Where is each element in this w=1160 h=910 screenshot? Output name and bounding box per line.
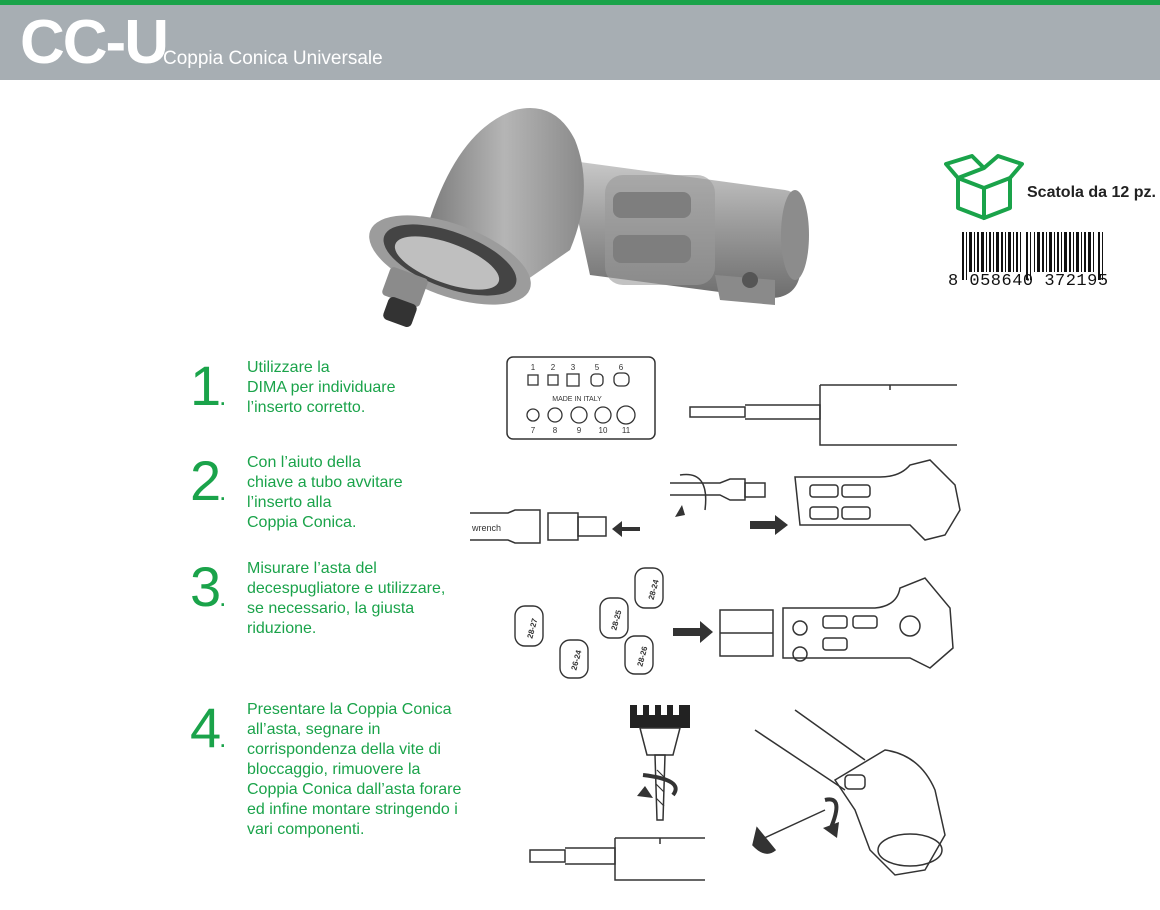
step-line: Utilizzare la (247, 359, 330, 376)
rotate-arrow-icon (823, 822, 839, 838)
rotate-arrow-icon (675, 505, 685, 517)
step-line: vari componenti. (247, 821, 365, 838)
shaft-drawing (529, 837, 705, 881)
step-line: Coppia Conica dall’asta forare (247, 781, 462, 798)
step-line: l’inserto alla (247, 494, 332, 511)
step-line: decespugliatore e utilizzare, (247, 580, 446, 597)
head-screwdriver-drawing (752, 709, 946, 876)
step-line: l’inserto corretto. (247, 399, 366, 416)
product-subtitle: Coppia Conica Universale (163, 48, 383, 69)
rotate-arrow-icon (637, 786, 653, 798)
gauge-number: 1 (531, 363, 536, 372)
arrow-right-icon (673, 621, 713, 643)
reducer-label: 28-26 (635, 645, 649, 668)
step-line: Con l’aiuto della (247, 454, 361, 471)
step4-illustration (529, 705, 946, 881)
step-line: DIMA per individuare (247, 379, 396, 396)
package-label: Scatola da 12 pz. (1027, 184, 1156, 201)
gauge-number: 3 (571, 363, 576, 372)
step-line: Presentare la Coppia Conica (247, 701, 452, 718)
reducer-label: 28-27 (525, 617, 539, 640)
gauge-number: 5 (595, 363, 600, 372)
step-text: Misurare l’asta del decespugliatore e ut… (247, 559, 487, 639)
gauge-label: MADE IN ITALY (552, 396, 602, 403)
step-number: 3 (190, 559, 228, 625)
step-text: Utilizzare la DIMA per individuare l’ins… (247, 358, 487, 418)
gauge-number: 2 (551, 363, 556, 372)
reducer-label: 26-24 (570, 649, 584, 672)
step1-illustration: 1 2 3 5 6 MADE IN ITALY 7 8 9 10 11 (506, 356, 957, 446)
step2-illustration: wrench (470, 459, 961, 544)
step-number: 4 (190, 700, 228, 766)
step3-illustration: 28-27 28-25 26-24 28-26 28-24 (514, 567, 954, 679)
product-code: CC-U (20, 8, 169, 77)
gauge-number: 9 (577, 426, 582, 435)
step-line: ed infine montare stringendo i (247, 801, 458, 818)
step-text: Con l’aiuto della chiave a tubo avvitare… (247, 453, 487, 533)
top-accent-line (0, 0, 1160, 5)
barcode (962, 232, 1103, 280)
gauge-number: 7 (531, 426, 536, 435)
gauge-number: 8 (553, 426, 558, 435)
gauge-number: 10 (599, 426, 608, 435)
step-line: corrispondenza della vite di (247, 741, 441, 758)
drill-drawing (630, 705, 690, 821)
gauge-number: 11 (622, 426, 631, 435)
step-text: Presentare la Coppia Conica all’asta, se… (247, 700, 487, 840)
page-header: CC-U Coppia Conica Universale (0, 5, 1160, 80)
step-line: Misurare l’asta del (247, 560, 377, 577)
barcode-digits: 8 058640 372195 (948, 272, 1109, 291)
arrow-left-icon (612, 521, 640, 537)
product-photo (369, 108, 809, 327)
step-line: bloccaggio, rimuovere la (247, 761, 421, 778)
step-number: 1 (190, 358, 228, 424)
arrow-right-icon (750, 515, 788, 535)
step-line: chiave a tubo avvitare (247, 474, 403, 491)
reducer-label: 28-24 (647, 578, 661, 601)
step-line: se necessario, la giusta (247, 600, 415, 617)
gauge-number: 6 (619, 363, 624, 372)
step-number: 2 (190, 453, 228, 519)
step-line: Coppia Conica. (247, 514, 357, 531)
step-line: all’asta, segnare in (247, 721, 381, 738)
shaft-drawing (689, 384, 957, 446)
step-line: riduzione. (247, 620, 317, 637)
reducer-label: 28-25 (610, 609, 624, 632)
wrench-label: wrench (471, 523, 501, 533)
box-icon (944, 154, 1024, 220)
